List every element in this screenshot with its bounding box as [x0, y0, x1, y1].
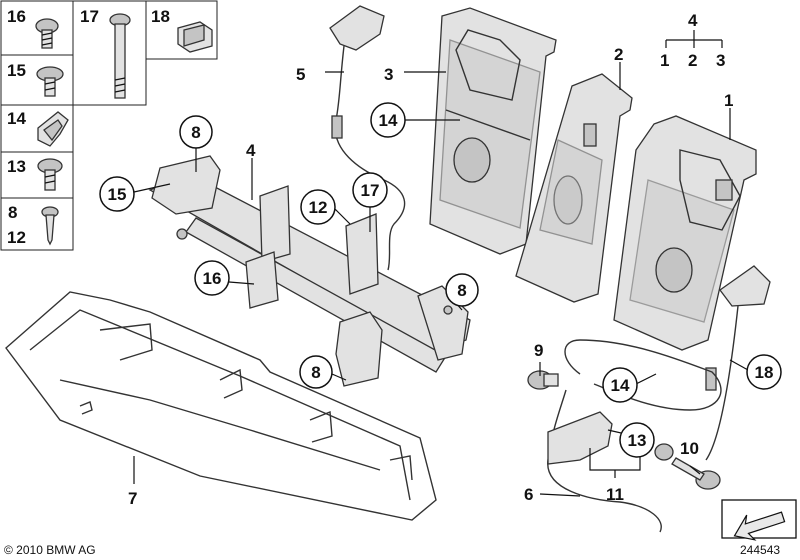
circled-callouts: 8 15 12 17 16 8 8 14	[99, 102, 782, 458]
fastener-cell-16: 16	[7, 7, 59, 49]
svg-text:17: 17	[361, 181, 380, 200]
release-cable-6	[547, 389, 662, 533]
callout-14-back: 14	[370, 102, 406, 138]
callout-3: 3	[384, 65, 393, 84]
callout-15: 15	[99, 176, 135, 212]
svg-text:15: 15	[108, 185, 127, 204]
svg-text:13: 13	[628, 431, 647, 450]
assembly-child-3: 3	[716, 51, 725, 70]
fastener-cell-8-12: 8 12	[7, 203, 59, 247]
fastener-label-18: 18	[151, 7, 170, 26]
cable-14	[564, 339, 722, 411]
svg-text:8: 8	[191, 123, 200, 142]
fastener-cell-14: 14	[7, 109, 69, 147]
copyright-text: © 2010 BMW AG	[4, 543, 96, 557]
diagram-id: 244543	[740, 543, 780, 557]
callout-7: 7	[128, 489, 137, 508]
callout-4: 4	[246, 141, 256, 160]
svg-text:16: 16	[203, 269, 222, 288]
callout-18: 18	[746, 354, 782, 390]
svg-text:14: 14	[611, 376, 630, 395]
seat-back-frame-1	[613, 115, 757, 351]
seat-frame-assembly	[148, 155, 471, 387]
seat-back-frame-2	[515, 73, 633, 303]
fastener-cell-18: 18	[151, 7, 213, 53]
button-head-screw-icon	[37, 158, 63, 191]
fastener-cell-13: 13	[7, 157, 63, 191]
direction-arrow-icon	[733, 511, 786, 541]
cable-clip-icon	[37, 111, 69, 147]
release-cable-18	[705, 265, 771, 461]
fastener-cell-17: 17	[80, 7, 131, 99]
callout-9: 9	[534, 341, 543, 360]
assembly-tree: 4 1 2 3	[660, 11, 725, 70]
fastener-cell-15: 15	[7, 61, 64, 97]
fastener-label-8: 8	[8, 203, 17, 222]
fastener-label-13: 13	[7, 157, 26, 176]
svg-text:12: 12	[309, 198, 328, 217]
fastener-label-14: 14	[7, 109, 26, 128]
cushion-wire-frame-7	[5, 291, 437, 521]
callout-17: 17	[352, 172, 388, 208]
callout-10: 10	[680, 439, 699, 458]
seat-back-frame-3	[429, 7, 557, 255]
callout-8-right: 8	[445, 273, 479, 307]
callout-8-top: 8	[179, 115, 213, 149]
callout-14-cable: 14	[602, 367, 638, 403]
svg-text:8: 8	[457, 281, 466, 300]
callout-6: 6	[524, 485, 533, 504]
callout-8-bottom: 8	[299, 355, 333, 389]
assembly-parent-label: 4	[688, 11, 698, 30]
callout-1: 1	[724, 91, 733, 110]
callout-16: 16	[194, 260, 230, 296]
clip-icon	[177, 21, 213, 53]
svg-text:14: 14	[379, 111, 398, 130]
bushing-9	[527, 370, 559, 390]
flange-screw-icon	[36, 66, 64, 97]
small-screw-icon	[41, 206, 59, 246]
direction-arrow-box	[721, 499, 797, 541]
fastener-label-16: 16	[7, 7, 26, 26]
plain-callouts: 1 2 3 4 5 6 7 9 10 11	[128, 45, 733, 508]
fastener-label-15: 15	[7, 61, 26, 80]
callout-13: 13	[619, 422, 655, 458]
callout-5: 5	[296, 65, 305, 84]
callout-11: 11	[606, 485, 624, 504]
svg-text:18: 18	[755, 363, 774, 382]
assembly-child-2: 2	[688, 51, 697, 70]
bolt-10	[671, 457, 721, 490]
fastener-label-12: 12	[7, 228, 26, 247]
callout-2: 2	[614, 45, 623, 64]
cap-13	[654, 443, 674, 461]
leader-lines	[133, 62, 749, 497]
fastener-label-17: 17	[80, 7, 99, 26]
svg-text:8: 8	[311, 363, 320, 382]
torx-bolt-icon	[35, 18, 59, 49]
long-bolt-icon	[109, 13, 131, 99]
callout-12: 12	[300, 189, 336, 225]
assembly-child-1: 1	[660, 51, 669, 70]
fastener-table: 16 17 18	[0, 0, 218, 251]
